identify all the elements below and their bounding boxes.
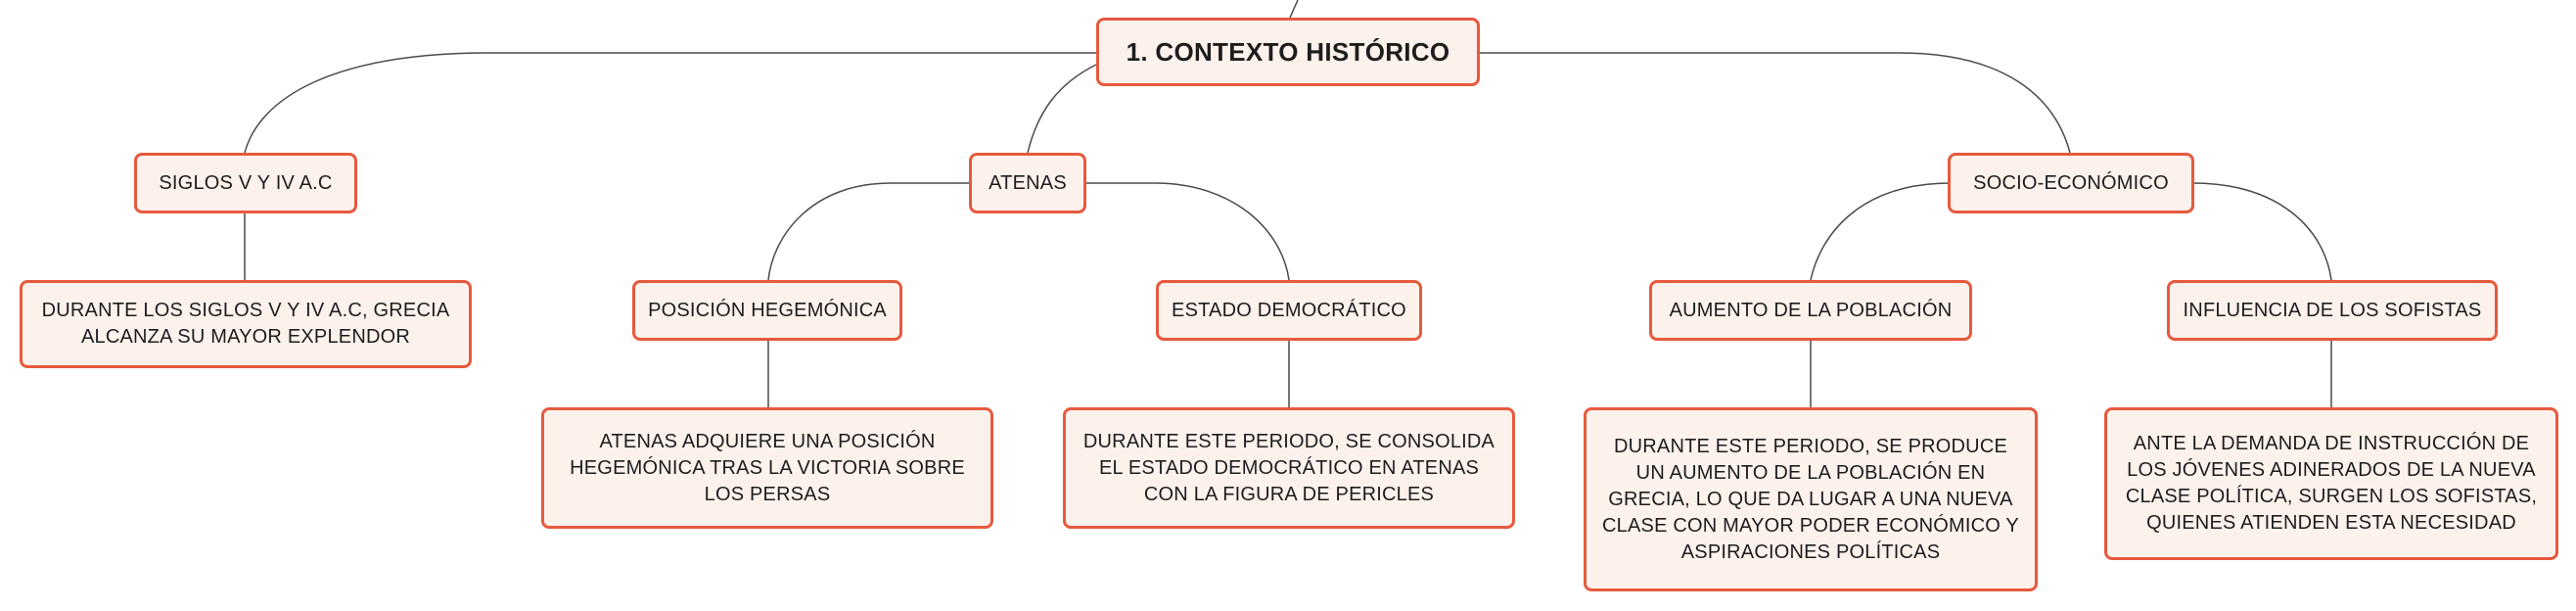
node-sofistas-label: INFLUENCIA DE LOS SOFISTAS xyxy=(2183,299,2482,321)
node-democratico-detail[interactable]: DURANTE ESTE PERIODO, SE CONSOLIDA EL ES… xyxy=(1063,407,1515,529)
node-hegemonica[interactable]: POSICIÓN HEGEMÓNICA xyxy=(632,280,902,341)
node-democratico-label: ESTADO DEMOCRÁTICO xyxy=(1172,299,1406,321)
root-node[interactable]: 1. CONTEXTO HISTÓRICO xyxy=(1096,18,1480,86)
node-poblacion-label: AUMENTO DE LA POBLACIÓN xyxy=(1669,299,1953,321)
node-siglos-label: SIGLOS V Y IV A.C xyxy=(159,171,333,194)
connector-atenas-democratico xyxy=(1086,182,1290,281)
node-atenas-label: ATENAS xyxy=(989,171,1067,194)
node-poblacion-detail-text: DURANTE ESTE PERIODO, SE PRODUCE UN AUME… xyxy=(1602,435,2019,563)
node-siglos[interactable]: SIGLOS V Y IV A.C xyxy=(134,153,357,213)
node-hegemonica-label: POSICIÓN HEGEMÓNICA xyxy=(648,299,887,321)
node-atenas[interactable]: ATENAS xyxy=(969,153,1086,213)
node-hegemonica-detail-text: ATENAS ADQUIERE UNA POSICIÓN HEGEMÓNICA … xyxy=(570,430,965,505)
node-sofistas[interactable]: INFLUENCIA DE LOS SOFISTAS xyxy=(2167,280,2498,341)
connector-root-up xyxy=(1289,0,1299,19)
node-democratico[interactable]: ESTADO DEMOCRÁTICO xyxy=(1156,280,1422,341)
node-socio[interactable]: SOCIO-ECONÓMICO xyxy=(1948,153,2194,213)
node-sofistas-detail[interactable]: ANTE LA DEMANDA DE INSTRUCCIÓN DE LOS JÓ… xyxy=(2104,407,2558,560)
connector-root-atenas xyxy=(1027,64,1097,154)
node-democratico-detail-text: DURANTE ESTE PERIODO, SE CONSOLIDA EL ES… xyxy=(1082,430,1495,505)
connector-socio-poblacion xyxy=(1810,182,1952,281)
connector-root-socio xyxy=(1478,52,2071,154)
connector-root-siglos xyxy=(244,52,1096,154)
connector-socio-sofistas xyxy=(2191,182,2332,281)
node-hegemonica-detail[interactable]: ATENAS ADQUIERE UNA POSICIÓN HEGEMÓNICA … xyxy=(541,407,993,529)
connector-atenas-hegemonica xyxy=(767,182,969,281)
node-siglos-detail[interactable]: DURANTE LOS SIGLOS V Y IV A.C, GRECIA AL… xyxy=(20,280,472,368)
node-poblacion[interactable]: AUMENTO DE LA POBLACIÓN xyxy=(1649,280,1972,341)
node-siglos-detail-text: DURANTE LOS SIGLOS V Y IV A.C, GRECIA AL… xyxy=(41,300,450,348)
node-socio-label: SOCIO-ECONÓMICO xyxy=(1973,171,2169,194)
node-poblacion-detail[interactable]: DURANTE ESTE PERIODO, SE PRODUCE UN AUME… xyxy=(1584,407,2038,591)
root-node-label: 1. CONTEXTO HISTÓRICO xyxy=(1126,36,1450,67)
node-sofistas-detail-text: ANTE LA DEMANDA DE INSTRUCCIÓN DE LOS JÓ… xyxy=(2125,433,2538,534)
